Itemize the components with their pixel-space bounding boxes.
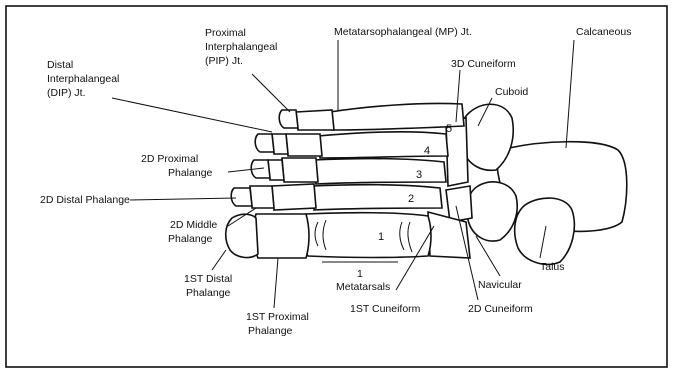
label-2d-distal-phalange: 2D Distal Phalange — [40, 194, 130, 206]
label-1st-cuneiform: 1ST Cuneiform — [350, 303, 421, 315]
label-1st-proximal-phalange-line2: Phalange — [248, 325, 293, 337]
metatarsal-number-5: 5 — [446, 123, 452, 135]
metatarsal-number-4: 4 — [424, 145, 430, 157]
label-2d-proximal-phalange-line1: 2D Proximal — [141, 153, 198, 165]
metatarsal-3 — [314, 159, 446, 184]
foot-bones — [226, 103, 627, 264]
label-2d-middle-phalange-line1: 2D Middle — [170, 219, 217, 231]
toe3-proximal-phalange — [282, 158, 318, 182]
label-cuboid: Cuboid — [495, 86, 528, 98]
label-1st-distal-phalange-line1: 1ST Distal — [184, 273, 232, 285]
metatarsal-5 — [330, 103, 464, 130]
label-distal-ip-line1: Distal — [47, 59, 73, 71]
label-talus: Talus — [540, 261, 565, 273]
toe5-proximal-phalange — [296, 110, 334, 130]
navicular-bone — [467, 182, 517, 241]
label-proximal-ip-line1: Proximal — [205, 27, 246, 39]
label-metatarsals: Metatarsals — [336, 281, 390, 293]
metatarsal-number-2: 2 — [408, 193, 414, 205]
label-navicular: Navicular — [478, 279, 522, 291]
label-2d-proximal-phalange-line2: Phalange — [168, 167, 213, 179]
toe4-proximal-phalange — [286, 134, 322, 156]
label-1st-proximal-phalange-line1: 1ST Proximal — [246, 311, 309, 323]
label-2d-middle-phalange-line2: Phalange — [168, 233, 213, 245]
metatarsal-number-1: 1 — [378, 231, 384, 243]
toe1-proximal-phalange — [253, 214, 309, 258]
talus-bone — [515, 198, 575, 264]
toe2-middle-phalange — [250, 186, 274, 208]
label-calcaneous: Calcaneous — [576, 26, 631, 38]
label-2d-cuneiform: 2D Cuneiform — [468, 303, 533, 315]
toe1-distal-phalange — [226, 214, 258, 257]
label-proximal-ip-line3: (PIP) Jt. — [205, 55, 243, 67]
label-1st-distal-phalange-line2: Phalange — [186, 287, 231, 299]
toe2-proximal-phalange — [272, 184, 316, 210]
metatarsal-2 — [312, 185, 442, 210]
label-proximal-ip-line2: Interphalangeal — [205, 41, 277, 53]
toe4-distal-phalange — [255, 134, 274, 152]
label-cuneiform-3d: 3D Cuneiform — [451, 58, 516, 70]
cuneiform-2d-bone — [446, 186, 472, 222]
cuboid-bone — [460, 104, 513, 170]
label-distal-ip-line2: Interphalangeal — [47, 73, 119, 85]
label-distal-ip-line3: (DIP) Jt. — [47, 87, 86, 99]
toe2-distal-phalange — [231, 188, 252, 206]
label-metatarsals-number: 1 — [357, 268, 363, 280]
toe5-distal-phalange — [279, 110, 298, 128]
label-metatarsophalangeal: Metatarsophalangeal (MP) Jt. — [334, 26, 472, 38]
metatarsal-number-3: 3 — [416, 169, 422, 181]
